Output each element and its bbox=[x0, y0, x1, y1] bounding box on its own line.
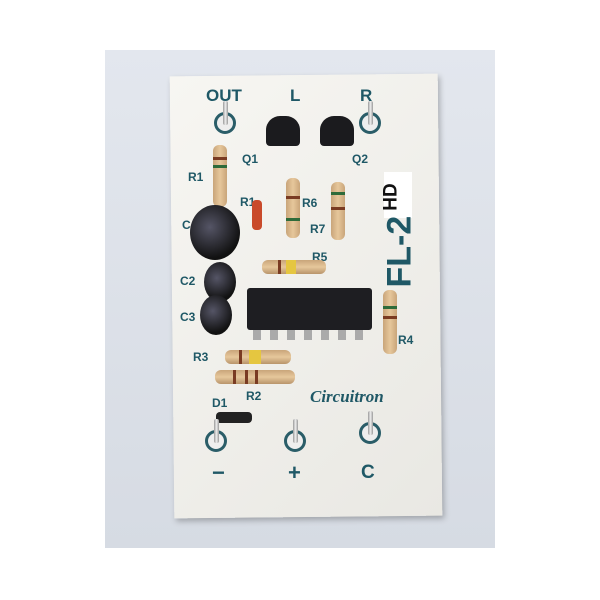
label-r7: R7 bbox=[310, 222, 326, 236]
diode-cr1 bbox=[252, 200, 262, 230]
terminal-plus bbox=[284, 419, 306, 452]
label-r3: R3 bbox=[193, 350, 209, 364]
label-r: R bbox=[360, 86, 373, 105]
resistor-r6 bbox=[286, 178, 300, 238]
capacitor-c3 bbox=[200, 295, 232, 335]
label-q1: Q1 bbox=[242, 152, 259, 166]
label-q2: Q2 bbox=[352, 152, 369, 166]
label-d1: D1 bbox=[212, 396, 228, 410]
resistor-r1 bbox=[213, 145, 227, 207]
label-r6: R6 bbox=[302, 196, 318, 210]
label-c: C bbox=[361, 462, 375, 483]
label-plus: + bbox=[288, 460, 301, 485]
diode-d1 bbox=[216, 412, 252, 423]
transistor-q1 bbox=[266, 116, 300, 146]
label-c3: C3 bbox=[180, 310, 196, 324]
terminal-minus bbox=[205, 419, 227, 452]
label-r1: R1 bbox=[188, 170, 204, 184]
resistor-r4 bbox=[383, 290, 397, 354]
terminal-out bbox=[214, 101, 236, 134]
terminal-c bbox=[359, 411, 381, 444]
label-r2: R2 bbox=[246, 389, 262, 403]
resistor-r2 bbox=[215, 370, 295, 384]
label-c1: C bbox=[182, 218, 191, 232]
hd-badge: HD bbox=[381, 172, 412, 218]
resistor-r7 bbox=[331, 182, 345, 240]
label-minus: − bbox=[212, 460, 225, 485]
terminal-r bbox=[359, 101, 381, 134]
label-l: L bbox=[290, 86, 301, 105]
label-c2: C2 bbox=[180, 274, 196, 288]
capacitor-c1 bbox=[190, 205, 240, 260]
label-r4: R4 bbox=[398, 333, 414, 347]
ic-chip bbox=[247, 288, 372, 340]
resistor-r5 bbox=[262, 260, 326, 274]
brand-logo: Circuitron bbox=[310, 387, 384, 406]
transistor-q2 bbox=[320, 116, 354, 146]
label-out: OUT bbox=[206, 86, 242, 105]
label-cr1: R1 bbox=[240, 195, 256, 209]
resistor-r3 bbox=[225, 350, 291, 364]
model-label: FL-2 bbox=[380, 215, 419, 288]
